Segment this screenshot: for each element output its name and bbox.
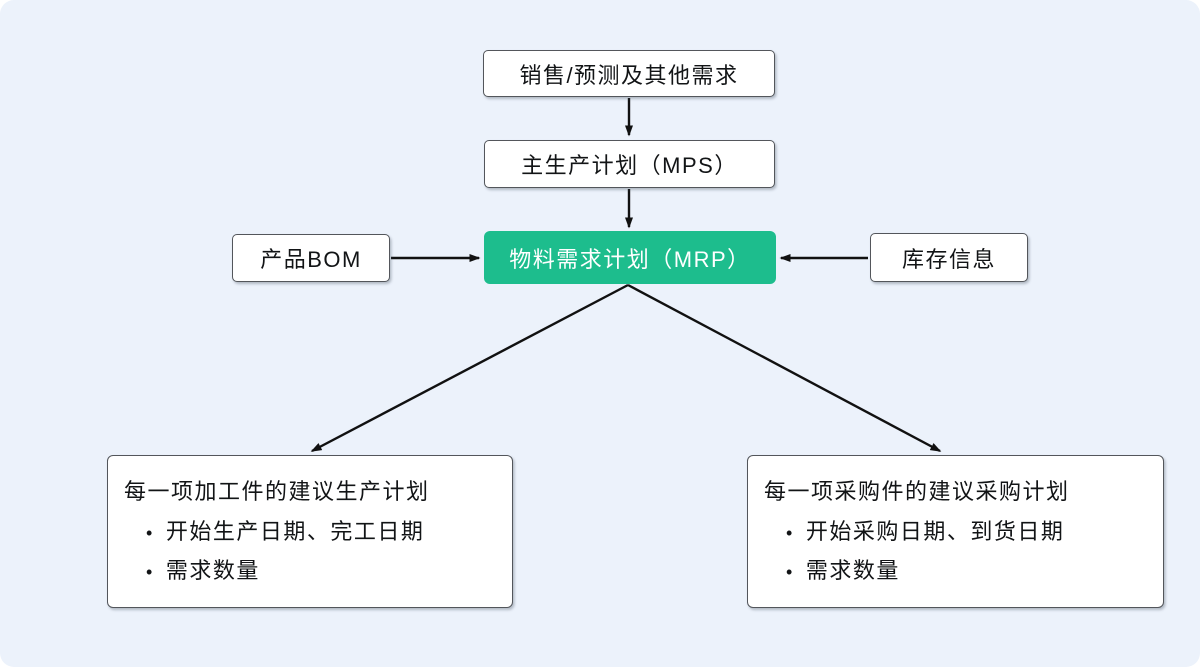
node-master-production-schedule-label: 主生产计划（MPS） [521,153,738,178]
purchase-plan-bullet-quantity: • 需求数量 [786,558,900,583]
node-inventory-info-label: 库存信息 [901,246,996,272]
purchase-plan-bullet-dates: • 开始采购日期、到货日期 [786,519,1065,544]
arrow-mrp-to-purchase-plan [627,283,942,453]
node-suggested-purchase-plan: 每一项采购件的建议采购计划 • 开始采购日期、到货日期 • 需求数量 [747,455,1164,608]
arrow-mrp-to-production-plan [310,283,629,453]
production-plan-bullet-quantity: • 需求数量 [146,558,260,583]
node-product-bom: 产品BOM [232,234,390,282]
node-sales-forecast-demand-label: 销售/预测及其他需求 [519,62,739,88]
purchase-plan-title: 每一项采购件的建议采购计划 [764,479,1070,504]
production-plan-bullet-dates: • 开始生产日期、完工日期 [146,519,425,544]
node-inventory-info: 库存信息 [870,233,1028,282]
bullet-icon: • [786,562,794,582]
node-material-requirements-planning-label: 物料需求计划（MRP） [509,246,751,272]
bullet-icon: • [146,523,154,543]
node-material-requirements-planning: 物料需求计划（MRP） [484,231,776,284]
bullet-icon: • [146,562,154,582]
bullet-icon: • [786,523,794,543]
node-sales-forecast-demand: 销售/预测及其他需求 [483,50,775,97]
node-suggested-production-plan: 每一项加工件的建议生产计划 • 开始生产日期、完工日期 • 需求数量 [107,455,513,608]
node-master-production-schedule: 主生产计划（MPS） [484,140,775,188]
node-product-bom-label: 产品BOM [260,247,362,272]
production-plan-title: 每一项加工件的建议生产计划 [124,479,430,504]
